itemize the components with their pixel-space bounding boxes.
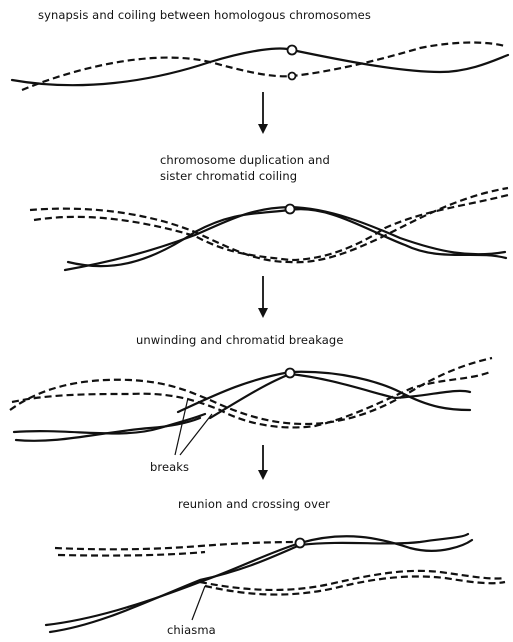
arrow-1 (258, 92, 268, 134)
stage4-centromere (296, 539, 305, 548)
stage2-dashed-chromatid-1 (30, 188, 508, 262)
arrow-3 (258, 445, 268, 480)
stage3-chromosomes (10, 358, 492, 455)
stage1-solid-chromosome (12, 49, 508, 86)
stage3-solid-left-2 (16, 418, 200, 441)
arrow-2 (258, 276, 268, 318)
stage2-dashed-chromatid-2 (34, 195, 508, 260)
stage4-dashed-chromatid-2 (58, 552, 205, 556)
stage2-centromere (286, 205, 295, 214)
stage1-chromosomes (12, 43, 508, 91)
stage4-dashed-chromatid-1 (55, 542, 300, 549)
stage1-centromere-dashed (289, 73, 296, 80)
stage1-centromere-solid (288, 46, 297, 55)
stage3-centromere (286, 369, 295, 378)
stage4-chromosomes (46, 534, 505, 632)
stage3-dashed-1 (10, 358, 492, 424)
stage2-solid-chromatid-1 (65, 207, 505, 270)
stage2-chromosomes (30, 188, 508, 270)
chiasma-pointer (192, 586, 205, 620)
stage2-solid-chromatid-2 (68, 209, 506, 266)
